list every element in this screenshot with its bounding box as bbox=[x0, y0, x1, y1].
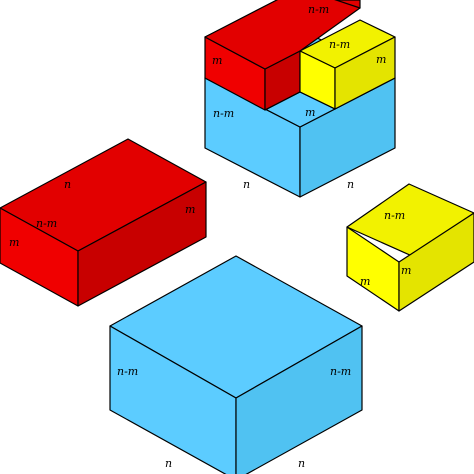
blue-block-right-face bbox=[235, 325, 363, 474]
blue-block-right-label: n-m bbox=[330, 365, 351, 378]
assembled-cube: n-m n-m m m n-m m n n bbox=[204, 0, 396, 198]
blue-block-left-face bbox=[109, 325, 237, 474]
assembly-yellow-top-label: n-m bbox=[329, 38, 350, 51]
assembly-blue-inner-label: m bbox=[305, 106, 315, 119]
assembly-bottom-left-label: n bbox=[243, 178, 250, 191]
yellow-block-right-face bbox=[398, 212, 474, 312]
assembly-blue-inner-edge bbox=[264, 91, 336, 111]
yellow-block-left-label: m bbox=[360, 275, 370, 288]
red-block-front-label: n-m bbox=[36, 217, 57, 230]
yellow-block-top-label: n-m bbox=[384, 209, 405, 222]
blue-block-bottom-left-label: n bbox=[165, 457, 172, 470]
red-block-top-label: n bbox=[64, 178, 71, 191]
assembly-bottom-right-label: n bbox=[347, 178, 354, 191]
red-block-right-label: m bbox=[185, 203, 195, 216]
assembly-yellow-side-label: m bbox=[376, 53, 386, 66]
assembly-blue-left-label: n-m bbox=[213, 107, 234, 120]
assembly-red-top-label: n-m bbox=[308, 3, 329, 16]
assembly-red-top-strip bbox=[204, 0, 361, 70]
yellow-block-top-face bbox=[346, 183, 474, 257]
yellow-block: n-m m m bbox=[346, 183, 474, 312]
blue-block-left-label: n-m bbox=[117, 365, 138, 378]
blue-block-bottom-right-label: n bbox=[298, 457, 305, 470]
red-block-left-label: m bbox=[9, 236, 19, 249]
assembly-red-side-label: m bbox=[212, 54, 222, 67]
assembly-yellow-right-face bbox=[334, 36, 396, 110]
red-block-side-face bbox=[77, 181, 207, 307]
blue-block: n-m n-m n n bbox=[109, 255, 363, 474]
red-block: n n-m m m bbox=[0, 138, 207, 307]
yellow-block-right-label: m bbox=[401, 264, 411, 277]
